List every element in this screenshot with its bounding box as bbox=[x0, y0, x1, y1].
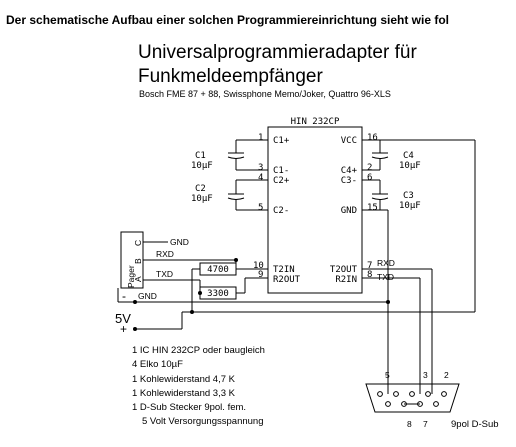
ic-pin-num: 9 bbox=[258, 270, 263, 280]
ic-pin-label: R2IN bbox=[335, 275, 357, 285]
power-voltage: 5V bbox=[115, 311, 131, 326]
pager-gnd-label: GND bbox=[170, 237, 189, 247]
parts-list: 1 IC HIN 232CP oder baugleich 4 Elko 10µ… bbox=[132, 344, 265, 430]
ic-pin-num: 2 bbox=[367, 163, 372, 173]
ic-pin-num: 1 bbox=[258, 133, 263, 143]
power-plus: + bbox=[120, 322, 127, 336]
ic-pin-num: 10 bbox=[253, 261, 264, 271]
pager-label: Pager bbox=[126, 265, 136, 288]
dsub-pin-5: 5 bbox=[385, 370, 390, 380]
ic-pin-num: 7 bbox=[367, 261, 372, 271]
ic-pin-label: VCC bbox=[341, 136, 357, 146]
power-minus: - bbox=[122, 289, 126, 303]
parts-item: 1 Kohlewiderstand 3,3 K bbox=[132, 387, 235, 399]
ic-pin-label: C4+ bbox=[341, 166, 358, 176]
resistor-value: 3300 bbox=[207, 289, 229, 299]
signal-rxd: RXD bbox=[156, 249, 174, 259]
ic-pin-num: 3 bbox=[258, 163, 263, 173]
capacitor-name: C2 bbox=[195, 184, 206, 194]
ic-pin-num: 8 bbox=[367, 270, 372, 280]
resistor-value: 4700 bbox=[207, 265, 229, 275]
ic-pin-num: 16 bbox=[367, 133, 378, 143]
capacitor-name: C3 bbox=[403, 191, 414, 201]
parts-item: 5 Volt Versorgungsspannung bbox=[142, 416, 264, 428]
ic-pin-label: T2IN bbox=[273, 265, 295, 275]
signal-rxd-right: RXD bbox=[377, 258, 395, 268]
signal-txd: TXD bbox=[156, 269, 173, 279]
capacitor-value: 10µF bbox=[399, 201, 421, 211]
diagram-title-line1: Universalprogrammieradapter für bbox=[138, 42, 417, 63]
capacitor-name: C4 bbox=[403, 151, 414, 161]
signal-gnd: GND bbox=[138, 291, 157, 301]
ic-pin-num: 15 bbox=[367, 203, 378, 213]
ic-pin-label: C1- bbox=[273, 166, 289, 176]
diagram-subtitle: Bosch FME 87 + 88, Swissphone Memo/Joker… bbox=[139, 89, 391, 99]
intro-text: Der schematische Aufbau einer solchen Pr… bbox=[6, 13, 450, 27]
signal-txd-right: TXD bbox=[377, 272, 394, 282]
pager-pin-a: A bbox=[133, 276, 143, 282]
dsub-pin-8: 8 bbox=[407, 419, 412, 429]
ic-pin-num: 5 bbox=[258, 203, 263, 213]
dsub-pin-3: 3 bbox=[423, 370, 428, 380]
ic-pin-num: 6 bbox=[367, 173, 372, 183]
pager-pin-c: C bbox=[133, 240, 143, 246]
dsub-label: 9pol D-Sub bbox=[451, 419, 499, 430]
ic-pin-label: T2OUT bbox=[330, 265, 358, 275]
capacitor-value: 10µF bbox=[399, 161, 421, 171]
pager-pin-b: B bbox=[133, 258, 143, 264]
diagram-title-line2: Funkmeldeempfänger bbox=[138, 66, 323, 87]
ic-pin-label: C3- bbox=[341, 176, 357, 186]
parts-item: 4 Elko 10µF bbox=[132, 359, 183, 371]
dsub-pin-7: 7 bbox=[423, 419, 428, 429]
ic-pin-label: GND bbox=[341, 206, 357, 216]
capacitor-name: 10µF bbox=[191, 194, 213, 204]
parts-item: 1 IC HIN 232CP oder baugleich bbox=[132, 345, 265, 356]
dsub-connector bbox=[365, 383, 460, 413]
ic-name: HIN 232CP bbox=[291, 117, 340, 127]
parts-item: 1 D-Sub Stecker 9pol. fem. bbox=[132, 402, 247, 414]
capacitor-value: 10µF bbox=[191, 161, 213, 171]
ic-pin-label: C1+ bbox=[273, 136, 290, 146]
ic-pin-label: R2OUT bbox=[273, 275, 301, 285]
dsub-pin-2: 2 bbox=[444, 370, 449, 380]
parts-item: 1 Kohlewiderstand 4,7 K bbox=[132, 373, 235, 385]
ic-pin-num: 4 bbox=[258, 173, 263, 183]
ic-pin-label: C2+ bbox=[273, 176, 290, 186]
capacitor-name: C1 bbox=[195, 151, 206, 161]
ic-pin-label: C2- bbox=[273, 206, 289, 216]
